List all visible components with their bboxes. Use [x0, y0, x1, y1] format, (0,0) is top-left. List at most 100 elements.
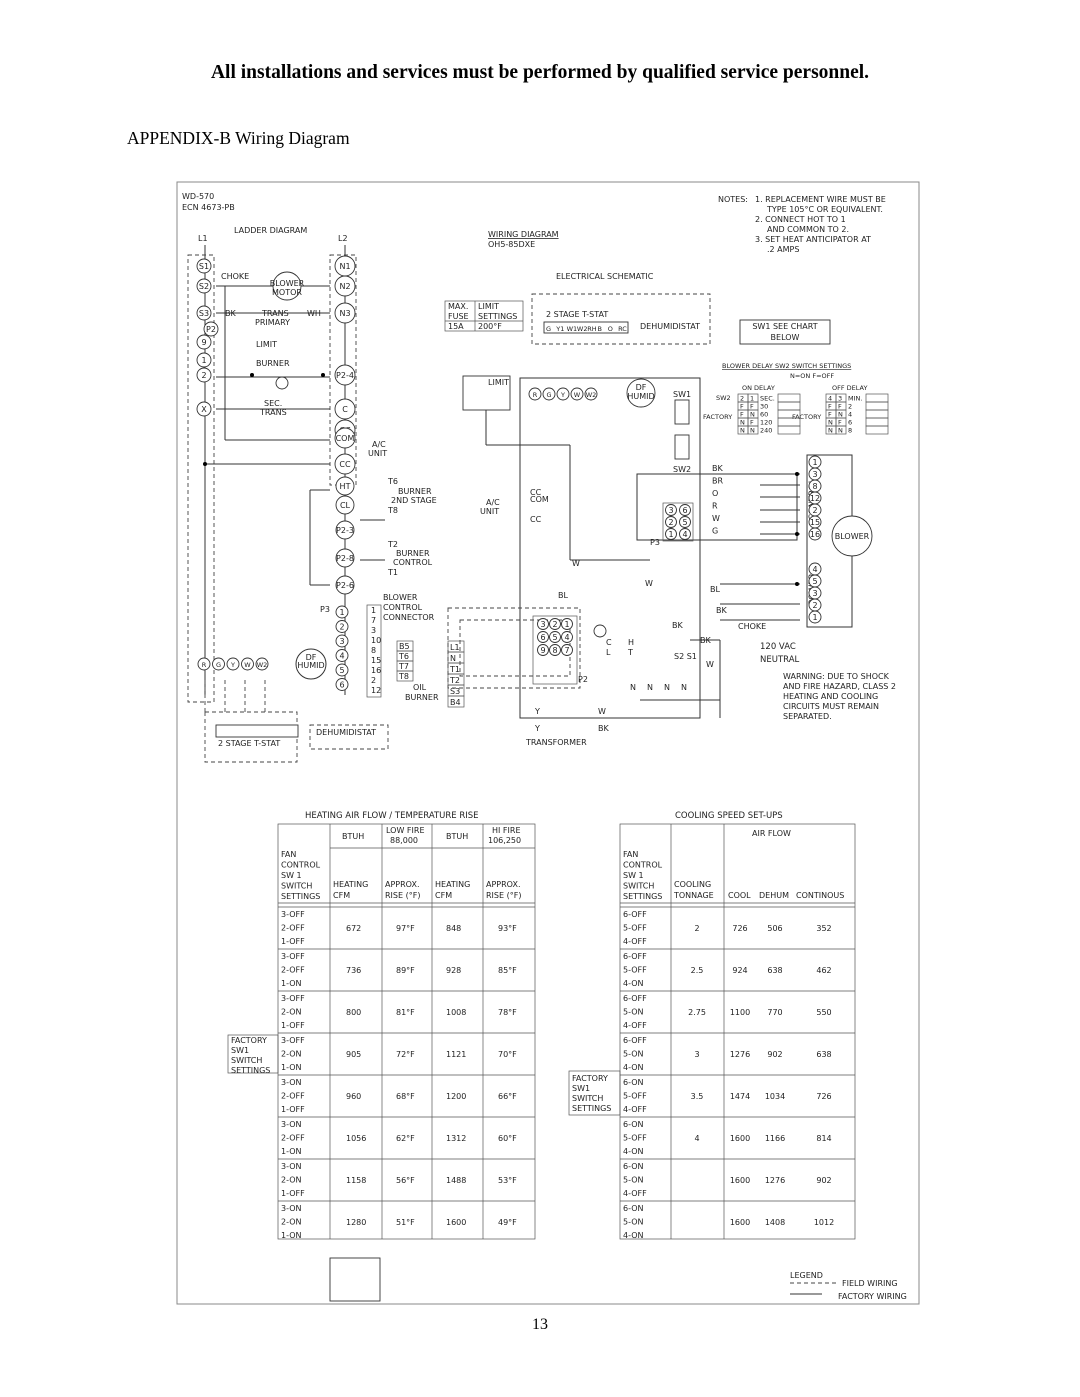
tstat-terminal: B [598, 325, 602, 333]
heating-sw-setting: 3-OFF [281, 1036, 305, 1045]
ladder-mid-node-circle [335, 548, 355, 568]
cooling-sw-header: SWITCH [623, 882, 654, 891]
on-delay-label: ON DELAY [742, 384, 775, 392]
ladder-df-humid-1: DF [306, 653, 317, 662]
ladder-right-node-circle [334, 398, 356, 420]
cooling-value: 506 [767, 924, 782, 933]
ladder-p3-num: 1 [371, 606, 376, 615]
legend-field: FIELD WIRING [842, 1279, 898, 1288]
control-pin: 3 [812, 470, 817, 479]
heating-hi-fire: HI FIRE [492, 826, 521, 835]
board-bl-label: BL [710, 585, 720, 594]
ladder-term: R [202, 661, 207, 669]
ladder-right-node: N3 [339, 309, 350, 318]
board-p3-pin: 5 [682, 518, 687, 527]
ladder-right-node: N2 [339, 282, 350, 291]
burner-control-1: BURNER [396, 549, 430, 558]
note-line: AND COMMON TO 2. [767, 225, 849, 234]
cooling-sw-setting: 6-ON [623, 1078, 643, 1087]
cooling-value: 1600 [730, 1218, 750, 1227]
on-delay-value: F [750, 403, 754, 411]
cooling-sw-setting: 5-OFF [623, 1092, 647, 1101]
board-term-circle [556, 387, 570, 401]
ladder-left-node-circle [196, 352, 212, 368]
board-n-term: N [630, 683, 636, 692]
cooling-sw-setting: 6-ON [623, 1120, 643, 1129]
board-y-lower: Y [534, 724, 540, 733]
wiring-diagram-title: WIRING DIAGRAM [488, 230, 559, 239]
control-pin-circle [808, 527, 822, 541]
off-delay-value: N [828, 419, 833, 427]
warning-line: CIRCUITS MUST REMAIN [783, 702, 879, 711]
on-delay-cell [777, 401, 801, 411]
ladder-p3-pin: 6 [339, 681, 344, 690]
ladder-left-node-circle [196, 305, 212, 321]
heating-sw-header: FAN [281, 850, 296, 859]
board-term: R [533, 391, 538, 399]
ladder-l-term: T1 [449, 665, 460, 674]
on-delay-cell [747, 425, 759, 435]
warning-line: WARNING: DUE TO SHOCK [783, 672, 890, 681]
heating-sw-header: CONTROL [281, 861, 321, 870]
ladder-mid-node: HT [340, 482, 351, 491]
heating-value: 672 [346, 924, 361, 933]
t2-label: T2 [387, 540, 398, 549]
board-p3-pin: 6 [682, 506, 687, 515]
legend-factory: FACTORY WIRING [838, 1292, 907, 1301]
burner-2nd-2: 2ND STAGE [391, 496, 437, 505]
board-p2-pin-circle [549, 631, 561, 643]
heating-col-header: APPROX. [385, 880, 420, 889]
ladder-p3-pin: 3 [339, 637, 344, 646]
ladder-left-node-circle [196, 278, 212, 294]
sw1-dip-switch[interactable] [674, 399, 690, 425]
board-bk-bottom: BK [598, 724, 609, 733]
t8-label: T8 [387, 506, 398, 515]
ladder-l-term-box [447, 695, 465, 708]
ladder-p3-pin: 1 [339, 608, 344, 617]
cooling-value: 1034 [765, 1092, 785, 1101]
ladder-mid-node-circle [335, 495, 355, 515]
board-term: G [546, 391, 551, 399]
heating-sw-header: SW 1 [281, 871, 302, 880]
cooling-sw-setting: 6-ON [623, 1162, 643, 1171]
heating-value: 56°F [396, 1176, 415, 1185]
limit-table-cell: LIMIT [478, 302, 499, 311]
warning-line: AND FIRE HAZARD, CLASS 2 [783, 682, 896, 691]
cooling-sw-setting: 5-ON [623, 1008, 643, 1017]
board-sw2-label: SW2 [673, 465, 691, 474]
board-wire-color: BK [712, 464, 723, 473]
board-term-circle [584, 387, 598, 401]
ladder-right-node-circle [334, 453, 356, 475]
control-board-outline [447, 375, 873, 719]
board-p3-pin: 2 [668, 518, 673, 527]
on-delay-value: 120 [760, 419, 772, 427]
cooling-value: 638 [767, 966, 782, 975]
heating-sw-setting: 1-OFF [281, 1105, 305, 1114]
on-delay-value: F [740, 411, 744, 419]
junction-dot [203, 462, 207, 466]
cooling-col-header: CONTINOUS [796, 891, 844, 900]
board-p2-pin: 8 [552, 646, 557, 655]
trans-primary-2: PRIMARY [255, 318, 290, 327]
cooling-col-header: COOL [728, 891, 751, 900]
heating-value: 68°F [396, 1092, 415, 1101]
cooling-tonnage-header: TONNAGE [673, 891, 714, 900]
on-delay-cell [777, 393, 801, 403]
sw2-dip-switch[interactable] [674, 434, 690, 460]
trans-primary-1: TRANS [261, 309, 289, 318]
heating-factory-label: FACTORY [231, 1036, 267, 1045]
heating-value: 1121 [446, 1050, 466, 1059]
board-p3-pin-circle [679, 504, 691, 516]
off-delay-value: 3 [838, 395, 842, 403]
board-p3-pin-circle [679, 528, 691, 540]
tstat-bottom-strip [215, 724, 299, 738]
board-vac-label: 120 VAC [760, 642, 796, 652]
heating-sw-setting: 3-OFF [281, 952, 305, 961]
board-s2s1-label: S2 S1 [674, 652, 697, 661]
blank-box [329, 1257, 381, 1302]
ladder-p3-pin-circle [335, 634, 349, 648]
cooling-sw-setting: 4-OFF [623, 1105, 647, 1114]
